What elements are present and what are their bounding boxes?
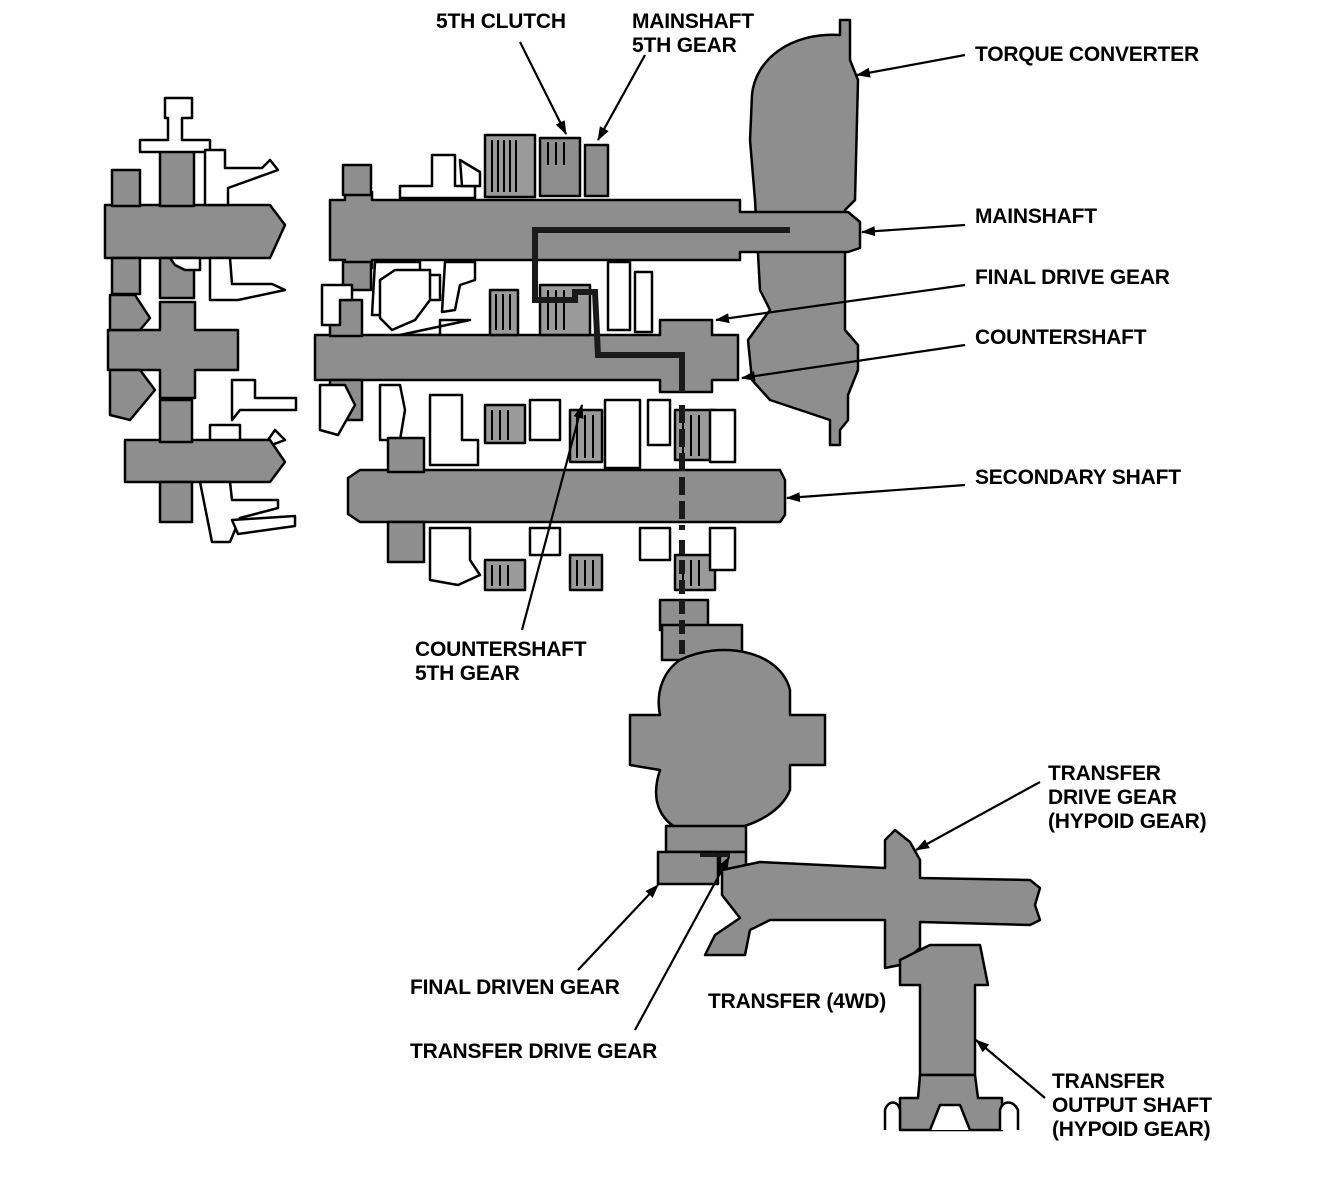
label-transfer-output-shaft: TRANSFER OUTPUT SHAFT (HYPOID GEAR) xyxy=(1052,1070,1212,1141)
leader-lines xyxy=(519,41,1046,1099)
label-countershaft: COUNTERSHAFT xyxy=(975,326,1147,349)
countershaft xyxy=(313,260,740,442)
label-transfer-4wd: TRANSFER (4WD) xyxy=(708,990,887,1013)
transfer-assembly xyxy=(703,828,1042,1132)
label-final-driven-gear: FINAL DRIVEN GEAR xyxy=(410,976,620,999)
label-torque-converter: TORQUE CONVERTER xyxy=(975,43,1199,66)
left-shaft-assembly xyxy=(103,96,298,544)
label-countershaft-5th-gear: COUNTERSHAFT 5TH GEAR xyxy=(415,638,587,685)
mainshaft xyxy=(328,133,862,337)
label-transfer-drive-gear-hypoid: TRANSFER DRIVE GEAR (HYPOID GEAR) xyxy=(1048,762,1207,833)
label-5th-clutch: 5TH CLUTCH xyxy=(436,10,566,33)
label-mainshaft-5th-gear: MAINSHAFT 5TH GEAR xyxy=(632,10,754,57)
label-mainshaft: MAINSHAFT xyxy=(975,205,1097,228)
differential xyxy=(628,598,827,886)
label-secondary-shaft: SECONDARY SHAFT xyxy=(975,466,1181,489)
power-flow-path xyxy=(532,227,790,857)
label-final-drive-gear: FINAL DRIVE GEAR xyxy=(975,266,1170,289)
secondary-shaft xyxy=(346,393,787,592)
label-transfer-drive-gear: TRANSFER DRIVE GEAR xyxy=(410,1040,658,1063)
